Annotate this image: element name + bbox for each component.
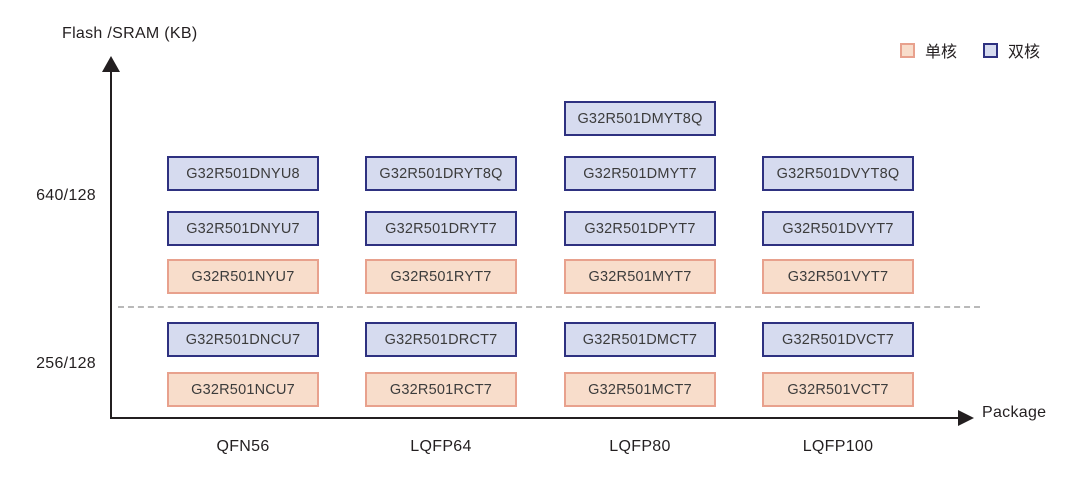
part-box[interactable]: G32R501VCT7 bbox=[762, 372, 914, 407]
legend: 单核 双核 bbox=[900, 38, 1040, 62]
legend-label-single-core: 单核 bbox=[925, 44, 958, 61]
part-box[interactable]: G32R501DPYT7 bbox=[564, 211, 716, 246]
x-tick-label-lqfp80: LQFP80 bbox=[609, 438, 671, 455]
part-box[interactable]: G32R501RCT7 bbox=[365, 372, 517, 407]
part-box[interactable]: G32R501DVYT8Q bbox=[762, 156, 914, 191]
part-box[interactable]: G32R501NYU7 bbox=[167, 259, 319, 294]
part-box[interactable]: G32R501DMYT7 bbox=[564, 156, 716, 191]
x-axis-line bbox=[110, 417, 962, 419]
part-box[interactable]: G32R501NCU7 bbox=[167, 372, 319, 407]
legend-item-single-core[interactable]: 单核 bbox=[900, 38, 957, 62]
y-axis-arrow-icon bbox=[102, 56, 120, 72]
part-box[interactable]: G32R501DRCT7 bbox=[365, 322, 517, 357]
y-axis-title: Flash /SRAM (KB) bbox=[62, 25, 198, 42]
part-box[interactable]: G32R501DRYT8Q bbox=[365, 156, 517, 191]
part-box[interactable]: G32R501MCT7 bbox=[564, 372, 716, 407]
x-axis-title: Package bbox=[982, 404, 1047, 421]
x-tick-label-lqfp100: LQFP100 bbox=[802, 438, 874, 455]
x-tick-label-qfn56: QFN56 bbox=[216, 438, 270, 455]
y-tick-label-256-128: 256/128 bbox=[36, 355, 96, 372]
part-box[interactable]: G32R501DMYT8Q bbox=[564, 101, 716, 136]
x-axis-arrow-icon bbox=[958, 410, 974, 426]
part-box[interactable]: G32R501DNYU7 bbox=[167, 211, 319, 246]
x-tick-label-lqfp64: LQFP64 bbox=[410, 438, 472, 455]
part-box[interactable]: G32R501DVYT7 bbox=[762, 211, 914, 246]
part-box[interactable]: G32R501VYT7 bbox=[762, 259, 914, 294]
legend-label-dual-core: 双核 bbox=[1008, 44, 1041, 61]
part-box[interactable]: G32R501DVCT7 bbox=[762, 322, 914, 357]
single-core-swatch-icon bbox=[900, 42, 915, 58]
part-box[interactable]: G32R501MYT7 bbox=[564, 259, 716, 294]
dual-core-swatch-icon bbox=[983, 42, 999, 58]
part-box[interactable]: G32R501DNCU7 bbox=[167, 322, 319, 357]
legend-item-dual-core[interactable]: 双核 bbox=[983, 38, 1040, 62]
memory-group-divider bbox=[118, 306, 980, 308]
part-box[interactable]: G32R501RYT7 bbox=[365, 259, 517, 294]
part-box[interactable]: G32R501DMCT7 bbox=[564, 322, 716, 357]
y-tick-label-640-128: 640/128 bbox=[36, 187, 96, 204]
part-box[interactable]: G32R501DNYU8 bbox=[167, 156, 319, 191]
y-axis-line bbox=[110, 68, 112, 419]
part-box[interactable]: G32R501DRYT7 bbox=[365, 211, 517, 246]
